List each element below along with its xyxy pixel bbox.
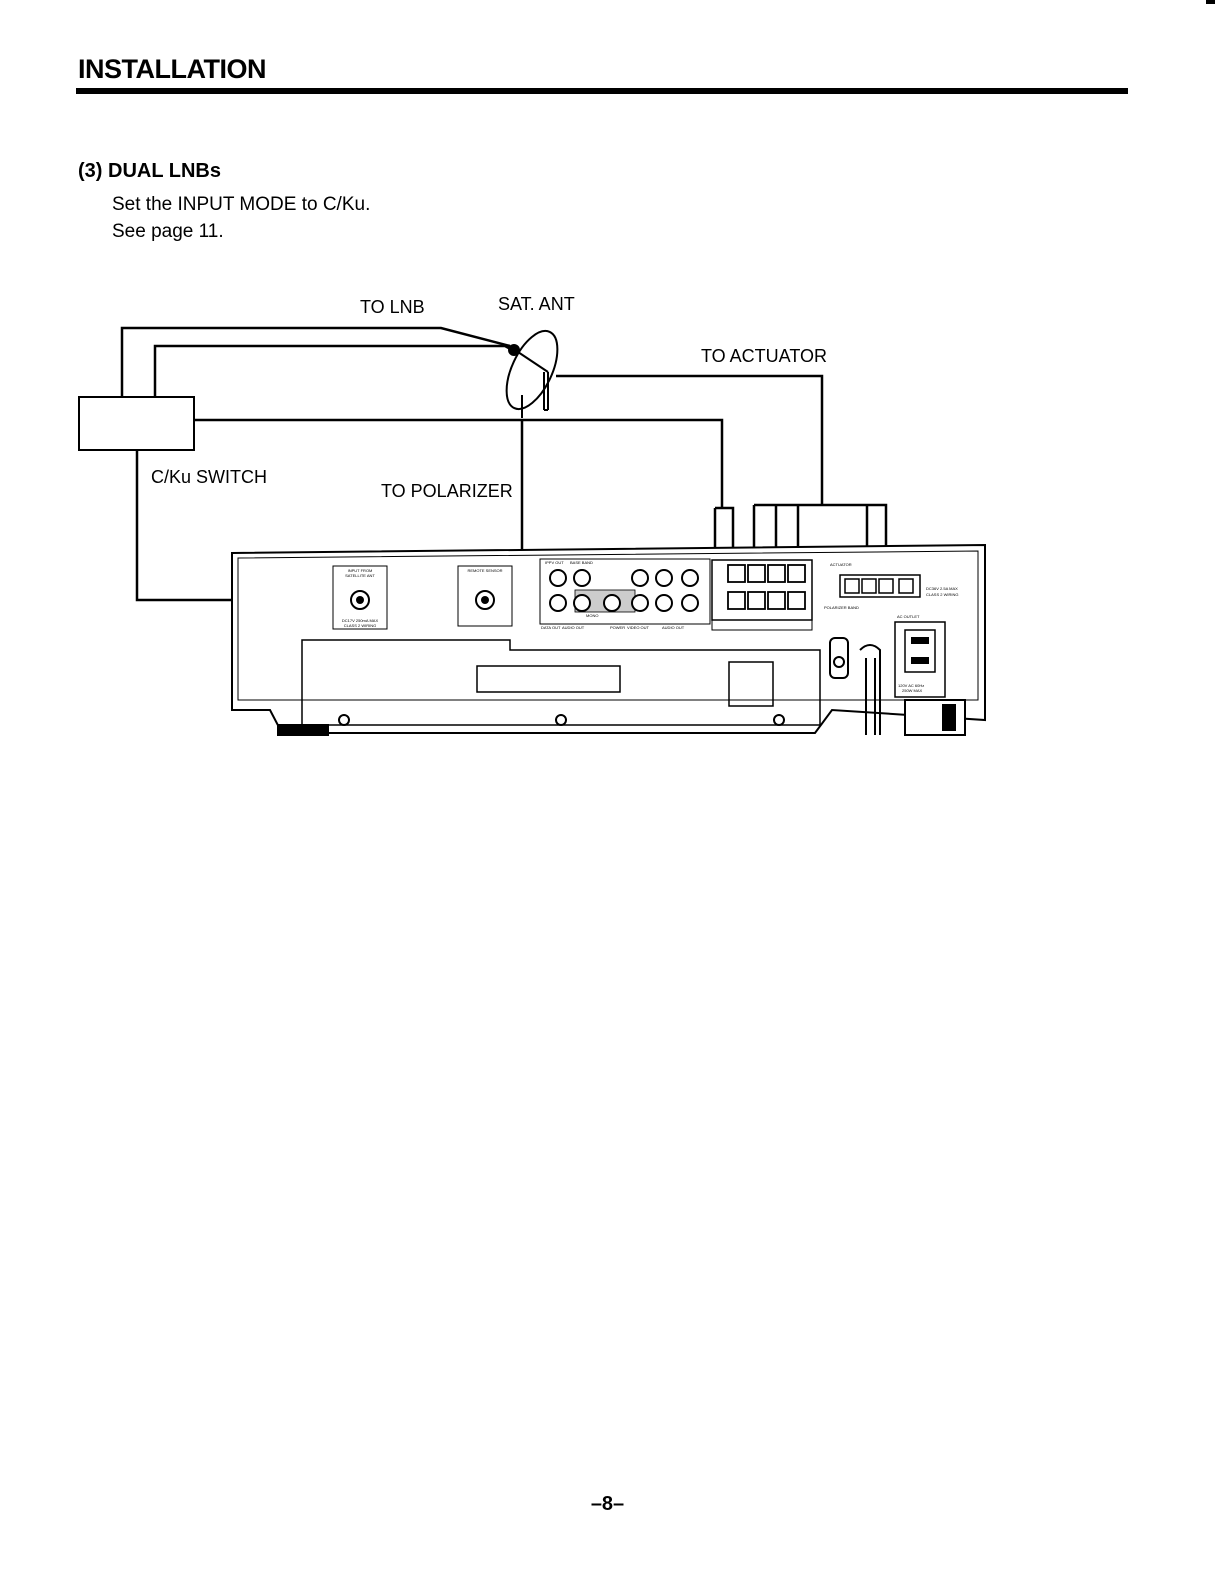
instruction-line-1: Set the INPUT MODE to C/Ku. <box>112 194 371 215</box>
svg-text:DATA OUT: DATA OUT <box>541 625 561 630</box>
section-heading: (3) DUAL LNBs <box>78 160 221 182</box>
svg-text:MONO: MONO <box>586 613 598 618</box>
ac-outlet-block: AC OUTLET 120V AC 60Hz 250W MAX <box>894 614 946 698</box>
av-jack-block: IPPV OUT BASE BAND MONO DATA OUT AUDIO O… <box>539 558 711 630</box>
title-rule <box>76 88 1128 94</box>
page-number: –8– <box>590 1493 625 1515</box>
svg-text:CLASS 2 WIRING: CLASS 2 WIRING <box>344 623 376 628</box>
svg-text:120V AC 60Hz: 120V AC 60Hz <box>898 683 924 688</box>
svg-text:REMOTE SENSOR: REMOTE SENSOR <box>467 568 502 573</box>
svg-text:CLASS 2 WIRING: CLASS 2 WIRING <box>926 592 958 597</box>
satellite-input-block: INPUT FROM SATELLITE ANT DC17V 250mA MAX… <box>332 565 388 630</box>
svg-text:POWER: POWER <box>610 625 625 630</box>
terminal-strip-block <box>711 559 813 631</box>
svg-text:AUDIO OUT: AUDIO OUT <box>562 625 585 630</box>
svg-text:VIDEO OUT: VIDEO OUT <box>627 625 650 630</box>
svg-text:DC36V 2.5A MAX: DC36V 2.5A MAX <box>926 586 958 591</box>
corner-scan-mark <box>1206 0 1215 4</box>
satellite-dish-icon <box>505 330 559 418</box>
cable-switch-lnb-1 <box>120 326 511 397</box>
power-cord-icon <box>829 637 881 735</box>
cable-switch-terminal <box>194 418 724 508</box>
svg-text:BASE BAND: BASE BAND <box>570 560 593 565</box>
label-sat-ant: SAT. ANT <box>498 294 575 314</box>
label-to-lnb: TO LNB <box>360 297 425 317</box>
label-to-polarizer: TO POLARIZER <box>381 481 513 501</box>
remote-sensor-block: REMOTE SENSOR <box>457 565 513 627</box>
svg-text:250W MAX: 250W MAX <box>902 688 923 693</box>
instruction-line-2: See page 11. <box>112 221 224 242</box>
svg-text:POLARIZER BAND: POLARIZER BAND <box>824 605 859 610</box>
cable-switch-lnb-2 <box>153 344 519 397</box>
actuator-terminal-block: ACTUATOR DC36V 2.5A MAX CLASS 2 WIRING P… <box>824 562 958 610</box>
wiring-diagram: INPUT FROM SATELLITE ANT DC17V 250mA MAX… <box>78 326 986 736</box>
label-ciku-switch: C/Ku SWITCH <box>151 467 268 487</box>
ciku-switch-box <box>78 396 195 451</box>
svg-text:SATELLITE ANT: SATELLITE ANT <box>345 573 375 578</box>
svg-text:INPUT FROM: INPUT FROM <box>348 568 373 573</box>
svg-text:AC OUTLET: AC OUTLET <box>897 614 920 619</box>
svg-text:DC17V 250mA MAX: DC17V 250mA MAX <box>342 618 379 623</box>
label-to-actuator: TO ACTUATOR <box>701 346 828 366</box>
page-title: INSTALLATION <box>78 54 266 84</box>
svg-text:AUDIO OUT: AUDIO OUT <box>662 625 685 630</box>
svg-text:ACTUATOR: ACTUATOR <box>830 562 852 567</box>
cable-actuator <box>556 374 824 505</box>
svg-text:IPPV OUT: IPPV OUT <box>545 560 564 565</box>
